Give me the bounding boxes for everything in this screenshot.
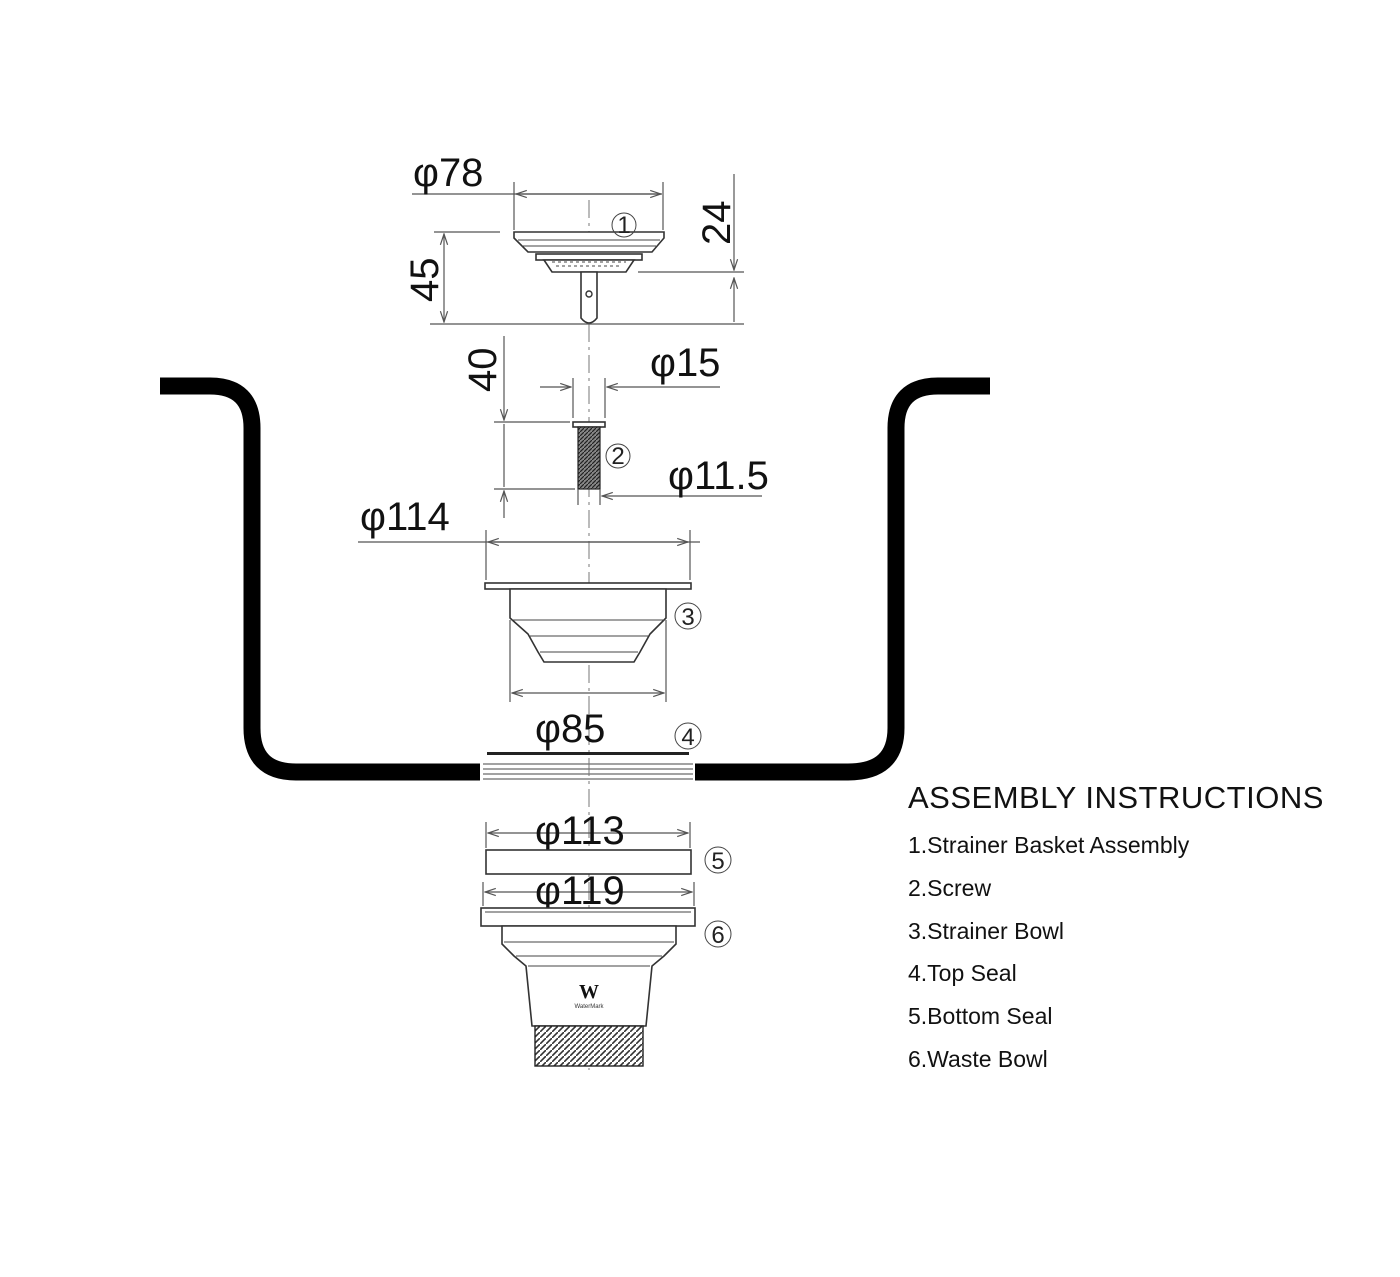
dim-label-d11-5: φ11.5: [668, 454, 769, 498]
dimension-diameter-78: φ78: [412, 151, 664, 230]
instruction-item: 1.Strainer Basket Assembly: [908, 832, 1190, 858]
strainer-bowl: [484, 582, 692, 663]
dimension-length-40: 40: [461, 336, 575, 518]
bottom-seal: [485, 849, 692, 875]
instruction-item: 6.Waste Bowl: [908, 1045, 1048, 1072]
callout-2: 2: [605, 443, 631, 470]
dimension-diameter-119: φ119: [482, 869, 695, 913]
assembly-instructions: ASSEMBLY INSTRUCTIONS 1.Strainer Basket …: [908, 780, 1378, 1087]
callout-4: 4: [674, 722, 702, 751]
watermark-logo-caption: WaterMark: [574, 1004, 604, 1010]
instruction-item: 5.Bottom Seal: [908, 1003, 1053, 1030]
sink-drain-opening: [483, 763, 693, 780]
dim-label-h24: 24: [695, 201, 739, 246]
callout-5-label: 5: [711, 848, 724, 875]
instruction-item: 3.Strainer Bowl: [908, 917, 1064, 944]
callout-6-label: 6: [711, 922, 724, 949]
dimension-diameter-15: φ15: [540, 341, 720, 418]
dim-label-d15: φ15: [650, 341, 720, 385]
dim-label-d78: φ78: [413, 151, 483, 195]
top-seal: [487, 752, 689, 755]
screw: [572, 421, 606, 490]
waste-bowl: W WaterMark: [480, 907, 696, 1067]
instruction-item: 4.Top Seal: [908, 960, 1017, 987]
dim-label-d114: φ114: [360, 495, 450, 539]
callout-6: 6: [704, 920, 732, 949]
callout-4-label: 4: [681, 724, 694, 751]
dimension-height-45: 45: [403, 231, 744, 325]
callout-5: 5: [704, 846, 732, 875]
dim-label-d119: φ119: [535, 869, 625, 913]
callout-3: 3: [674, 602, 702, 631]
sink-outline: [160, 377, 990, 781]
watermark-logo-letter: W: [579, 981, 599, 1003]
dimension-diameter-11-5: φ11.5: [577, 454, 769, 505]
dim-label-h40: 40: [461, 348, 505, 393]
callout-2-label: 2: [611, 443, 624, 470]
dimension-diameter-85: φ85: [509, 620, 667, 751]
callout-1-label: 1: [617, 212, 630, 239]
instructions-title: ASSEMBLY INSTRUCTIONS: [908, 780, 1324, 815]
instruction-item: 2.Screw: [908, 874, 992, 901]
callout-3-label: 3: [681, 604, 694, 631]
dim-label-d85: φ85: [535, 707, 605, 751]
dim-label-d113: φ113: [535, 809, 625, 853]
callout-1: 1: [611, 212, 637, 239]
dimension-diameter-114: φ114: [358, 495, 700, 580]
dimension-height-24: 24: [638, 174, 744, 273]
strainer-basket-assembly: [513, 231, 665, 324]
dimension-diameter-113: φ113: [485, 809, 691, 853]
dim-label-h45: 45: [403, 258, 447, 303]
